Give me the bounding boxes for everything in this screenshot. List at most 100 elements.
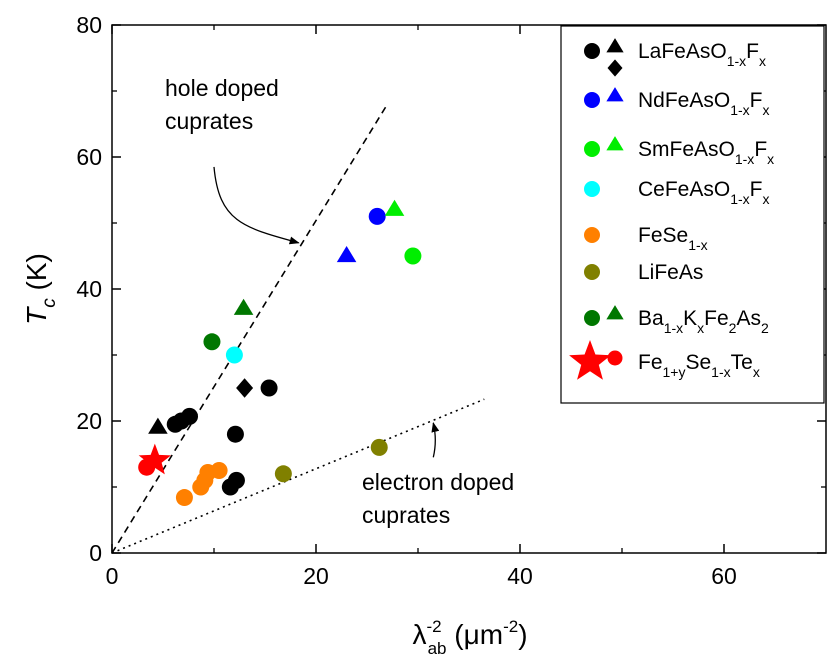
legend-marker-triangle — [606, 38, 624, 53]
data-point-circle — [227, 471, 245, 489]
data-point-circle — [226, 425, 244, 443]
y-tick-label: 20 — [76, 408, 102, 434]
data-point-circle — [404, 247, 422, 265]
legend-marker-circle — [584, 92, 600, 108]
annotation-label: cuprates — [362, 502, 450, 528]
legend-label-text: CeFeAsO — [638, 178, 730, 201]
x-axis-title-unit-superscript: -2 — [503, 617, 518, 636]
x-tick-label: 60 — [711, 563, 737, 589]
x-axis-title-superscript: -2 — [426, 617, 441, 636]
legend-label-subscript: 1+y — [663, 364, 686, 380]
legend-label-subscript: x — [753, 364, 760, 380]
legend-label-text: LaFeAsO — [638, 40, 727, 63]
legend-entry: Ba1-xKxFe2As2 — [584, 305, 769, 336]
data-point-circle — [175, 489, 193, 507]
legend-label: FeSe1-x — [638, 224, 708, 253]
data-point-circle — [368, 207, 386, 225]
legend-marker-triangle — [606, 305, 624, 320]
legend-entry: NdFeAsO1-xFx — [584, 87, 769, 118]
hole-doped-reference-line — [111, 103, 389, 554]
y-axis-title-symbol: T — [21, 306, 52, 325]
legend-label-text: NdFeAsO — [638, 89, 730, 112]
legend-entry: CeFeAsO1-xFx — [584, 178, 769, 207]
data-point-circle — [181, 407, 199, 425]
data-point-circle — [225, 346, 243, 364]
data-point-diamond — [236, 378, 254, 398]
electron-doped-reference-line — [111, 398, 485, 554]
y-tick-label: 60 — [76, 144, 102, 170]
annotation-label: cuprates — [165, 108, 253, 134]
legend-label: SmFeAsO1-xFx — [638, 138, 774, 167]
legend-label-subscript: x — [762, 191, 769, 207]
y-tick-label: 40 — [76, 276, 102, 302]
x-tick-label: 40 — [507, 563, 533, 589]
x-axis-title-unit: (μm — [447, 619, 504, 650]
x-tick-label: 20 — [303, 563, 329, 589]
legend-marker-circle — [584, 141, 600, 157]
legend-marker-circle — [584, 227, 600, 243]
data-point-circle — [274, 465, 292, 483]
legend-label: NdFeAsO1-xFx — [638, 89, 769, 118]
legend-label-subscript: x — [697, 320, 704, 336]
legend-label-text: FeSe — [638, 224, 688, 247]
y-axis-title-subscript: c — [39, 298, 60, 308]
legend-entry: FeSe1-x — [584, 224, 708, 253]
legend-label-text: F — [750, 89, 763, 112]
legend-marker-diamond — [607, 59, 623, 77]
legend-marker-triangle — [606, 136, 624, 151]
legend-label-text: LiFeAs — [638, 261, 703, 284]
legend-label: Fe1+ySe1-xTex — [638, 351, 760, 380]
legend-entry: SmFeAsO1-xFx — [584, 136, 774, 167]
legend-label-subscript: 1-x — [688, 237, 707, 253]
data-point-triangle — [148, 417, 168, 434]
annotation-label: electron doped — [362, 469, 514, 495]
legend-marker-circle — [607, 350, 623, 366]
legend-box — [560, 25, 825, 404]
data-point-triangle — [336, 245, 357, 263]
legend-label-text: SmFeAsO — [638, 138, 735, 161]
legend-label: CeFeAsO1-xFx — [638, 178, 769, 207]
y-axis-title: Tc (K) — [21, 253, 60, 325]
legend-entry: LiFeAs — [584, 261, 703, 284]
legend-label-subscript: x — [759, 53, 766, 69]
legend-marker-triangle — [606, 87, 624, 102]
legend-label-text: F — [750, 178, 763, 201]
legend-marker-circle — [584, 310, 600, 326]
data-point-triangle — [233, 298, 254, 315]
legend-label-subscript: 1-x — [730, 191, 749, 207]
data-point-star — [138, 443, 172, 475]
legend-entry: LaFeAsO1-xFx — [584, 38, 766, 77]
annotation-arrow — [431, 422, 440, 458]
legend-marker-circle — [584, 43, 600, 59]
legend-label-subscript: 2 — [729, 320, 737, 336]
x-axis-title-unit-close: ) — [518, 619, 527, 650]
legend-label: LaFeAsO1-xFx — [638, 40, 766, 69]
legend-label-subscript: 2 — [761, 320, 769, 336]
legend-label: Ba1-xKxFe2As2 — [638, 307, 769, 336]
legend-label-subscript: 1-x — [727, 53, 746, 69]
legend-label-subscript: 1-x — [735, 151, 754, 167]
data-point-circle — [370, 438, 388, 456]
legend-marker-circle — [584, 181, 600, 197]
legend-label-text: K — [683, 307, 697, 330]
legend-label-subscript: 1-x — [664, 320, 683, 336]
x-axis-title-subscript: ab — [428, 639, 447, 658]
legend-label-subscript: x — [767, 151, 774, 167]
legend-label-text: Te — [731, 351, 753, 374]
x-axis-title-symbol: λ — [412, 619, 426, 650]
legend-label: LiFeAs — [638, 261, 703, 284]
y-tick-label: 80 — [76, 12, 102, 38]
legend-label-text: Se — [685, 351, 711, 374]
legend-label-subscript: x — [762, 102, 769, 118]
legend-label-subscript: 1-x — [711, 364, 730, 380]
legend-label-text: Fe — [704, 307, 729, 330]
legend-label-text: As — [736, 307, 761, 330]
legend-label-subscript: 1-x — [730, 102, 749, 118]
data-point-circle — [210, 462, 228, 479]
legend-marker-star — [569, 340, 611, 380]
legend-label-text: Ba — [638, 307, 664, 330]
y-tick-label: 0 — [89, 540, 102, 566]
data-point-triangle — [384, 199, 405, 216]
